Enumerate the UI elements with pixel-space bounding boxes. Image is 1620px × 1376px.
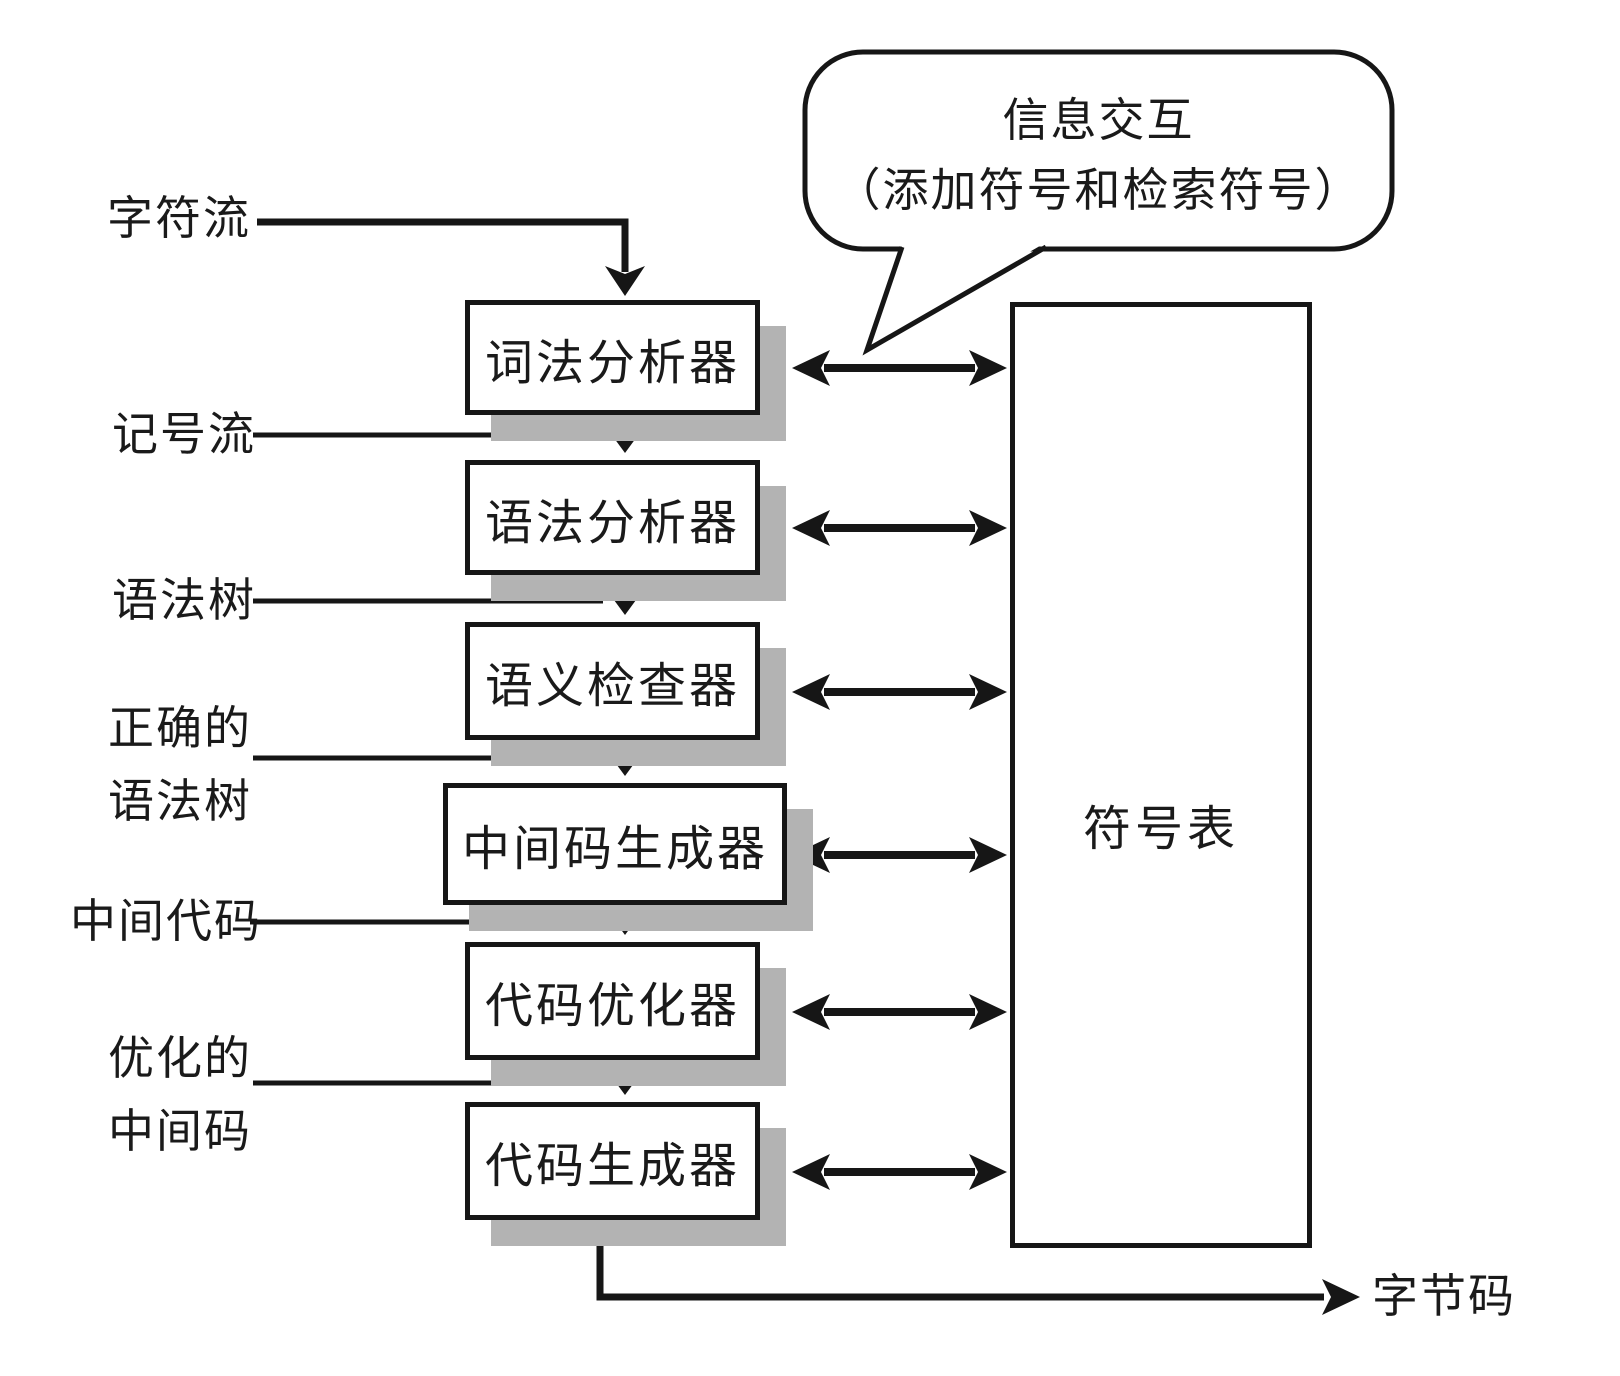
flow-label-token-stream: 记号流 (112, 409, 256, 460)
stage-label: 代码生成器 (484, 1140, 740, 1193)
flow-label-line: 正确的 (108, 703, 252, 754)
flow-label-optimized-intermediate-code: 优化的 中间码 (108, 1022, 252, 1168)
stage-box-semantic-checker: 语义检查器 (465, 622, 760, 740)
stage6-symbol-table-arrow (792, 1154, 1007, 1190)
stage3-symbol-table-arrow (792, 674, 1007, 710)
stage5-to-stage6-arrow (603, 1058, 647, 1095)
stage-label: 中间码生成器 (461, 823, 768, 876)
stage-box-syntax-analyzer: 语法分析器 (465, 460, 760, 575)
flow-label-intermediate-code: 中间代码 (70, 896, 262, 947)
stage1-symbol-table-arrow (792, 350, 1007, 386)
speech-bubble-line2: （添加符号和检索符号） (834, 165, 1363, 216)
flow-label-line: 中间码 (108, 1106, 252, 1157)
char-stream-arrow (257, 218, 645, 296)
stage-box-lexical-analyzer: 词法分析器 (465, 300, 760, 415)
output-label-bytecode: 字节码 (1372, 1271, 1516, 1322)
flow-label-character-stream: 字符流 (107, 193, 251, 244)
flow-label-correct-syntax-tree: 正确的 语法树 (108, 692, 252, 838)
speech-bubble-line1: 信息交互 (1002, 95, 1195, 146)
stage5-symbol-table-arrow (792, 994, 1007, 1030)
stage1-to-stage2-arrow (603, 413, 647, 453)
stage2-to-stage3-arrow (603, 573, 647, 615)
speech-bubble-tail-outline (862, 244, 1048, 356)
stage4-symbol-table-arrow (792, 837, 1007, 873)
stage-label: 代码优化器 (484, 980, 740, 1033)
stage-label: 语法分析器 (484, 496, 740, 550)
flow-label-syntax-tree: 语法树 (112, 575, 256, 626)
stage3-to-stage4-arrow (603, 738, 647, 776)
symbol-table-box: 符号表 (1010, 302, 1312, 1248)
stage-box-code-optimizer: 代码优化器 (465, 942, 760, 1060)
stage4-to-stage5-arrow (603, 903, 647, 935)
stage-label: 语义检查器 (484, 660, 740, 713)
stage-label: 词法分析器 (484, 336, 740, 390)
speech-bubble-text: 信息交互 （添加符号和检索符号） (805, 86, 1392, 226)
stage2-symbol-table-arrow (792, 510, 1007, 546)
flow-label-line: 语法树 (108, 776, 252, 827)
symbol-table-label: 符号表 (1082, 803, 1239, 856)
stage-box-code-generator: 代码生成器 (465, 1102, 760, 1220)
bytecode-output-arrow (596, 1220, 1360, 1315)
speech-bubble-tail-fill (868, 243, 1045, 345)
flow-label-line: 优化的 (108, 1033, 252, 1084)
speech-bubble-body (802, 49, 1395, 252)
stage-box-intermediate-code-generator: 中间码生成器 (443, 783, 787, 905)
